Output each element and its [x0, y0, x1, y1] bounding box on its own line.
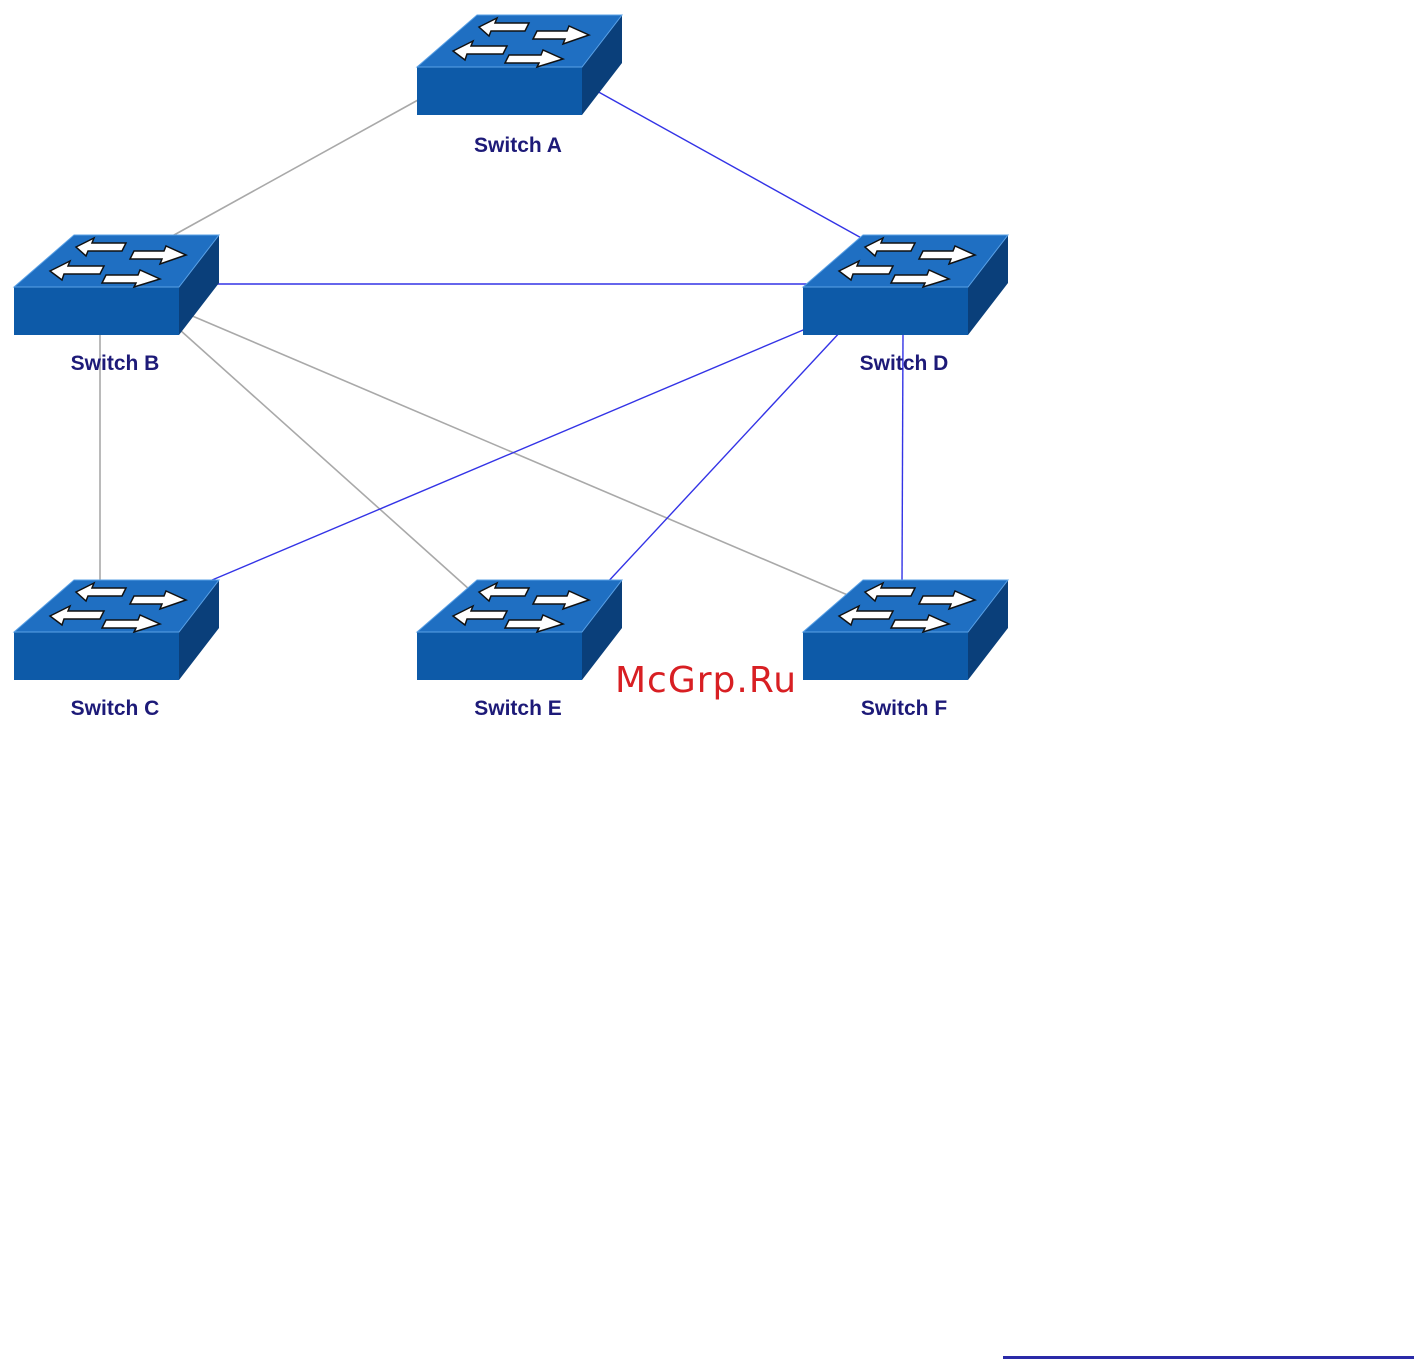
switch-a-label: Switch A: [474, 134, 562, 157]
switch-e: [417, 580, 622, 680]
switch-d: [803, 235, 1008, 335]
switch-b-label: Switch B: [71, 352, 160, 375]
switch-a: [417, 15, 622, 115]
network-diagram: Switch A Switch B Switch D Switch C Swit…: [0, 0, 1020, 736]
switch-f: [803, 580, 1008, 680]
switch-icon: [14, 235, 219, 335]
switch-icon: [803, 235, 1008, 335]
link-d-c: [205, 325, 815, 583]
link-b-f: [190, 315, 850, 596]
switch-e-label: Switch E: [474, 697, 562, 720]
switch-icon: [417, 15, 622, 115]
switch-icon: [803, 580, 1008, 680]
link-d-e: [605, 330, 842, 585]
switch-icon: [14, 580, 219, 680]
link-a-b: [165, 100, 418, 240]
link-a-d: [595, 90, 865, 240]
footer-divider: [1003, 1356, 1414, 1359]
link-b-e: [180, 330, 470, 590]
switch-c: [14, 580, 219, 680]
watermark-text: McGrp.Ru: [615, 660, 797, 701]
switch-b: [14, 235, 219, 335]
switch-c-label: Switch C: [71, 697, 160, 720]
switch-icon: [417, 580, 622, 680]
switch-f-label: Switch F: [861, 697, 948, 720]
links: [100, 90, 903, 596]
switch-d-label: Switch D: [860, 352, 949, 375]
